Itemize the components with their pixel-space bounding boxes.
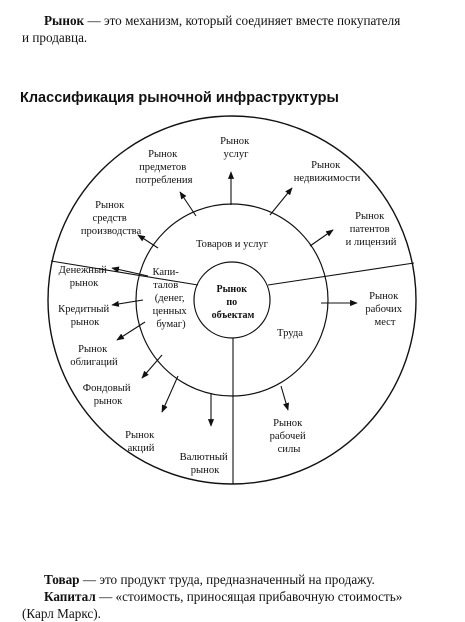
capital-definition-text: — «стоимость, приносящая прибавочную сто… — [95, 589, 403, 604]
goods-definition-text: — это продукт труда, предназначенный на … — [79, 572, 375, 587]
outer-circle — [47, 115, 417, 485]
arrow-shares — [161, 375, 179, 413]
sector-labor: Труда — [277, 328, 303, 339]
arrow-workforce — [280, 385, 290, 411]
label-consumer: Рынок предметов потребления — [136, 149, 193, 186]
arrow-realty — [269, 187, 293, 216]
inner-circle — [193, 261, 271, 339]
market-definition-text: — это механизм, который соединяет вместе… — [84, 13, 401, 28]
arrow-money — [111, 266, 149, 277]
arrow-means — [137, 234, 159, 249]
divider-left — [50, 260, 199, 286]
middle-circle — [135, 203, 329, 397]
goods-definition: Товар — это продукт труда, предназначенн… — [22, 571, 452, 588]
market-definition-line2: и продавца. — [22, 30, 88, 45]
center-label: Рынок по объектам — [212, 284, 255, 321]
label-workforce: Рынок рабочей силы — [270, 418, 309, 455]
label-bonds: Рынок облигаций — [70, 344, 118, 368]
label-realty: Рынок недвижимости — [294, 160, 361, 184]
arrow-credit — [111, 299, 144, 307]
label-patents: Рынок патентов и лицензий — [346, 211, 397, 248]
arrow-patents — [309, 229, 334, 247]
arrow-bonds — [116, 321, 146, 341]
capital-definition: Капитал — «стоимость, приносящая прибаво… — [22, 588, 452, 622]
label-services: Рынок услуг — [220, 136, 252, 160]
label-jobs: Рынок рабочих мест — [365, 291, 404, 328]
label-shares: Рынок акций — [125, 430, 157, 454]
label-stock: Фондовый рынок — [83, 383, 133, 407]
label-means: Рынок средств производства — [81, 200, 142, 237]
market-definition: Рынок — это механизм, который соединяет … — [22, 12, 452, 46]
sector-goods: Товаров и услуг — [196, 239, 269, 250]
label-credit: Кредитный рынок — [58, 304, 112, 328]
section-heading: Классификация рыночной инфраструктуры — [20, 90, 339, 106]
capital-term: Капитал — [44, 589, 96, 604]
label-currency: Валютный рынок — [180, 452, 231, 476]
arrow-consumer — [179, 191, 197, 217]
arrow-stock — [141, 354, 163, 379]
sector-capital: Капи- талов (денег, ценных бумаг) — [152, 267, 189, 330]
capital-definition-line2: (Карл Маркс). — [22, 606, 101, 621]
market-term: Рынок — [44, 13, 85, 28]
divider-right — [267, 262, 415, 286]
label-money: Денежный рынок — [59, 265, 110, 289]
goods-term: Товар — [44, 572, 80, 587]
